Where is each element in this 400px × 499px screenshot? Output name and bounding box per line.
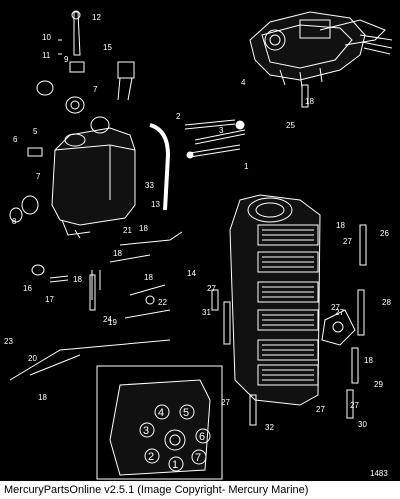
callout-18: 18 xyxy=(73,275,82,284)
sensor-assembly xyxy=(36,10,135,114)
sequence-number-4: 4 xyxy=(158,407,164,419)
callout-18: 18 xyxy=(144,273,153,282)
callout-6: 6 xyxy=(13,135,18,144)
copyright-footer: MercuryPartsOnline v2.5.1 (Image Copyrig… xyxy=(0,481,400,499)
callout-24: 24 xyxy=(103,315,112,324)
callout-31: 31 xyxy=(202,308,211,317)
fuel-lines xyxy=(9,231,183,381)
callout-27: 27 xyxy=(335,308,344,317)
callout-18: 18 xyxy=(139,224,148,233)
callout-labels: 1234567789101112131415161718181818181818… xyxy=(4,13,391,432)
callout-16: 16 xyxy=(23,284,32,293)
callout-18: 18 xyxy=(113,249,122,258)
sequence-number-3: 3 xyxy=(143,425,149,437)
callout-3: 3 xyxy=(219,126,224,135)
callout-10: 10 xyxy=(42,33,51,42)
callout-14: 14 xyxy=(187,269,196,278)
callout-4: 4 xyxy=(241,78,246,87)
callout-27: 27 xyxy=(350,401,359,410)
hose xyxy=(149,123,171,211)
callout-27: 27 xyxy=(343,237,352,246)
callout-26: 26 xyxy=(380,229,389,238)
callout-29: 29 xyxy=(374,380,383,389)
sequence-number-6: 6 xyxy=(199,431,205,443)
callout-21: 21 xyxy=(123,226,132,235)
callout-27: 27 xyxy=(221,398,230,407)
bolts-right xyxy=(211,84,367,426)
reed-valve-rows xyxy=(257,224,319,386)
callout-18: 18 xyxy=(364,356,373,365)
callout-27: 27 xyxy=(316,405,325,414)
callout-20: 20 xyxy=(28,354,37,363)
callout-33: 33 xyxy=(145,181,154,190)
long-bolts xyxy=(184,119,246,159)
callout-22: 22 xyxy=(158,298,167,307)
callout-30: 30 xyxy=(358,420,367,429)
intake-manifold-block xyxy=(229,194,356,406)
callout-1: 1 xyxy=(244,162,249,171)
callout-27: 27 xyxy=(331,303,340,312)
callout-19: 19 xyxy=(108,318,117,327)
oil-reservoir xyxy=(9,116,136,239)
callout-9: 9 xyxy=(64,55,69,64)
callout-15: 15 xyxy=(103,43,112,52)
callout-13: 13 xyxy=(151,200,160,209)
sequence-number-2: 2 xyxy=(148,451,154,463)
callout-32: 32 xyxy=(265,423,274,432)
figure-tag: 1483 xyxy=(370,469,388,478)
callout-5: 5 xyxy=(33,127,38,136)
callout-18: 18 xyxy=(336,221,345,230)
callout-11: 11 xyxy=(42,51,51,60)
callout-25: 25 xyxy=(286,121,295,130)
callout-12: 12 xyxy=(92,13,101,22)
callout-18: 18 xyxy=(38,393,47,402)
engine-assembly xyxy=(249,11,393,89)
callout-7: 7 xyxy=(93,85,98,94)
callout-23: 23 xyxy=(4,337,13,346)
callout-28: 28 xyxy=(382,298,391,307)
callout-17: 17 xyxy=(45,295,54,304)
callout-18: 18 xyxy=(305,97,314,106)
callout-2: 2 xyxy=(176,112,181,121)
sequence-number-7: 7 xyxy=(195,452,201,464)
callout-8: 8 xyxy=(12,217,17,226)
callout-27: 27 xyxy=(207,284,216,293)
torque-sequence-inset xyxy=(96,365,223,480)
sequence-number-5: 5 xyxy=(183,407,189,419)
callout-7: 7 xyxy=(36,172,41,181)
sequence-number-1: 1 xyxy=(172,459,178,471)
